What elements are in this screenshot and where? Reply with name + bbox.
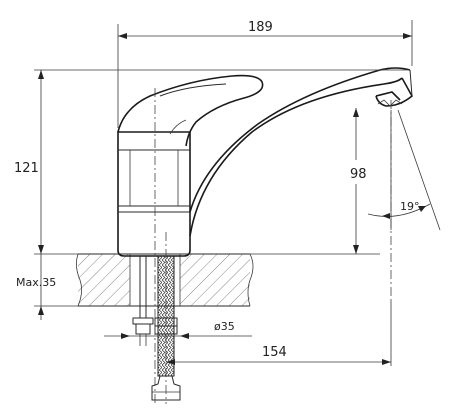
label-hole-diameter: ø35	[214, 320, 235, 333]
label-spout-angle: 19°	[400, 200, 420, 213]
dim-spout-reach: 189	[117, 20, 413, 128]
dim-hole-diameter: ø35	[104, 320, 252, 339]
label-spout-reach: 189	[248, 20, 273, 35]
faucet-body	[117, 131, 191, 257]
label-total-height: 121	[14, 161, 39, 176]
spout	[189, 67, 414, 237]
label-max-countertop: Max.35	[16, 276, 56, 289]
dim-spout-angle: 19°	[367, 109, 441, 231]
dim-total-height: 121	[14, 69, 410, 255]
dim-max-countertop: Max.35	[16, 254, 78, 320]
dim-outlet-distance: 154	[166, 300, 392, 366]
countertop	[76, 253, 254, 307]
label-spout-height: 98	[350, 167, 367, 182]
dim-spout-height: 98	[250, 108, 380, 255]
center-axes	[154, 88, 392, 404]
label-outlet-distance: 154	[262, 345, 287, 360]
mounting-assembly	[132, 255, 181, 401]
lever-handle	[117, 74, 264, 147]
